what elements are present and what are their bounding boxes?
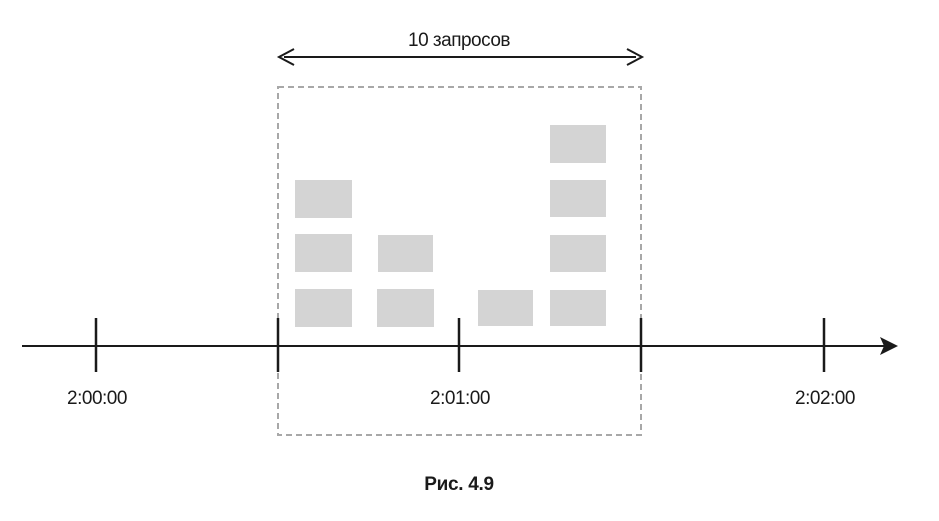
request-block [550,290,606,326]
request-block [295,234,352,272]
request-block [478,290,533,326]
axis-arrowhead [880,337,898,355]
request-blocks [295,125,606,327]
request-block [377,289,434,327]
arrowhead-left [276,48,295,66]
time-label-2-02-00: 2:02:00 [795,388,855,409]
timeline-ticks [94,318,826,372]
time-label-2-01-00: 2:01:00 [430,388,490,409]
request-block [378,235,433,272]
timeline-axis [22,337,898,355]
request-block [295,180,352,218]
arrowhead-right [626,48,645,66]
request-block [550,235,606,272]
time-label-2-00-00: 2:00:00 [67,388,127,409]
window-request-count-label: 10 запросов [408,30,511,51]
request-block [550,180,606,217]
window-span-arrow [276,48,645,66]
figure-caption: Рис. 4.9 [424,474,494,495]
sliding-window-box [277,86,642,436]
request-block [295,289,352,327]
request-block [550,125,606,163]
